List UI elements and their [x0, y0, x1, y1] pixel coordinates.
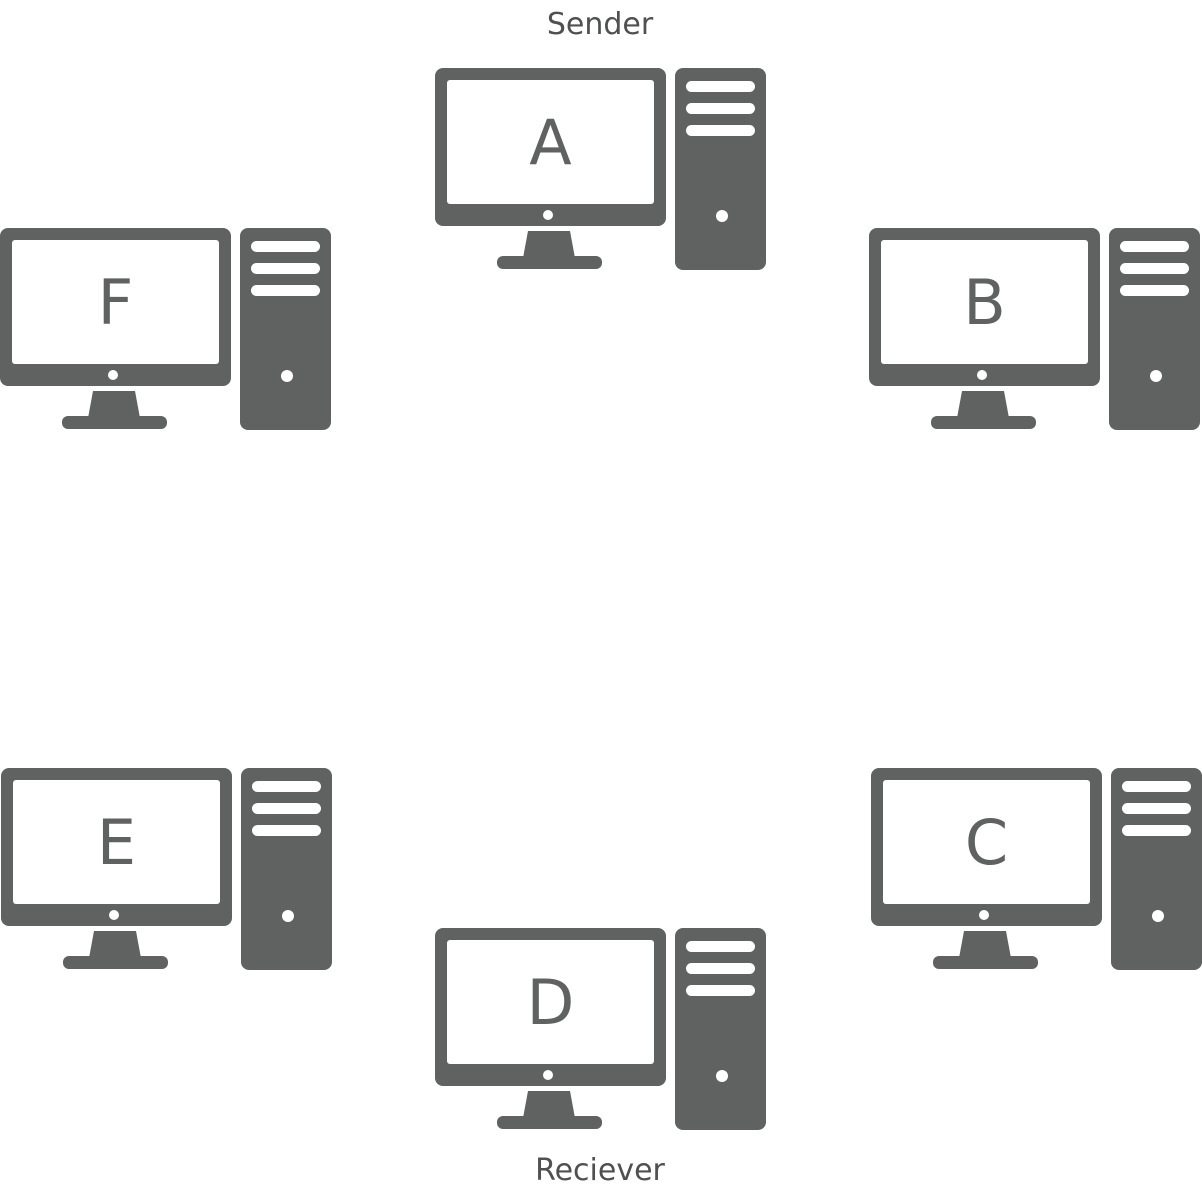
computer-node-d: D: [435, 928, 766, 1130]
sender-label: Sender: [546, 7, 654, 42]
desktop-computer-icon: [869, 228, 1200, 430]
receiver-label: Reciever: [535, 1153, 665, 1188]
node-letter: F: [97, 265, 134, 339]
desktop-computer-icon: [435, 68, 766, 270]
desktop-computer-icon: [0, 228, 331, 430]
node-letter: D: [526, 965, 575, 1039]
node-letter: E: [96, 805, 137, 879]
computer-node-a: A: [435, 68, 766, 270]
computer-node-c: C: [871, 768, 1202, 970]
node-letter: A: [529, 105, 572, 179]
computer-node-b: B: [869, 228, 1200, 430]
node-letter: B: [963, 265, 1006, 339]
desktop-computer-icon: [1, 768, 332, 970]
computer-node-e: E: [1, 768, 332, 970]
desktop-computer-icon: [435, 928, 766, 1130]
computer-node-f: F: [0, 228, 331, 430]
node-letter: C: [964, 805, 1009, 879]
desktop-computer-icon: [871, 768, 1202, 970]
